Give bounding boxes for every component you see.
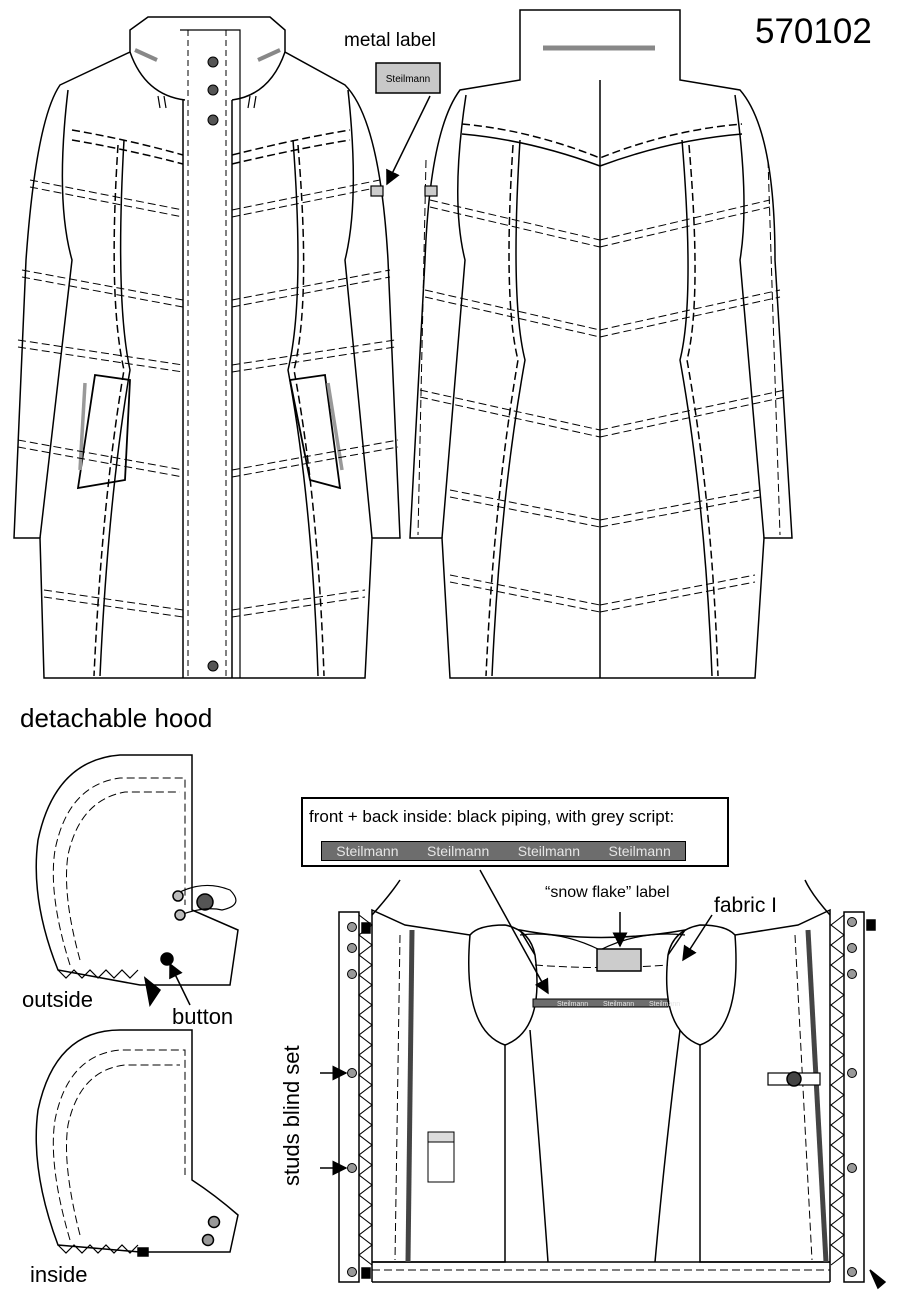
hood-outside-label: outside [22,987,93,1012]
piping-sample-strip: Steilmann Steilmann Steilmann Steilmann [321,841,686,861]
hood-outside-drawing [35,754,239,1007]
piping-note-text: front + back inside: black piping, with … [309,807,675,826]
metal-label-badge-text: Steilmann [386,74,430,85]
detachable-hood-title: detachable hood [20,703,213,733]
studs-blind-set-label: studs blind set [279,1045,304,1186]
fabric-label-text: fabric I [714,894,778,917]
inner-piping-script-2: Steilmann [603,1001,634,1008]
back-view-coat [409,9,793,679]
piping-note-box: front + back inside: black piping, with … [301,797,729,867]
inner-piping-script-3: Steilmann [649,1001,680,1008]
piping-script-4: Steilmann [608,843,671,859]
piping-script-1: Steilmann [336,843,399,859]
style-number: 570102 [755,12,872,51]
metal-label-badge: Steilmann [375,62,441,186]
piping-script-3: Steilmann [517,843,580,859]
hood-inside-drawing [35,1029,239,1257]
inside-view-drawing [320,869,887,1290]
metal-label-text: metal label [344,30,436,51]
piping-script-2: Steilmann [426,843,490,859]
inner-piping-script: Steilmann Steilmann Steilmann [557,1001,680,1008]
button-label: button [172,1004,234,1029]
hood-inside-label: inside [30,1262,88,1287]
inner-piping-script-1: Steilmann [557,1001,588,1008]
snow-flake-label-text: “snow flake” label [545,884,670,901]
front-view-coat [13,16,401,679]
